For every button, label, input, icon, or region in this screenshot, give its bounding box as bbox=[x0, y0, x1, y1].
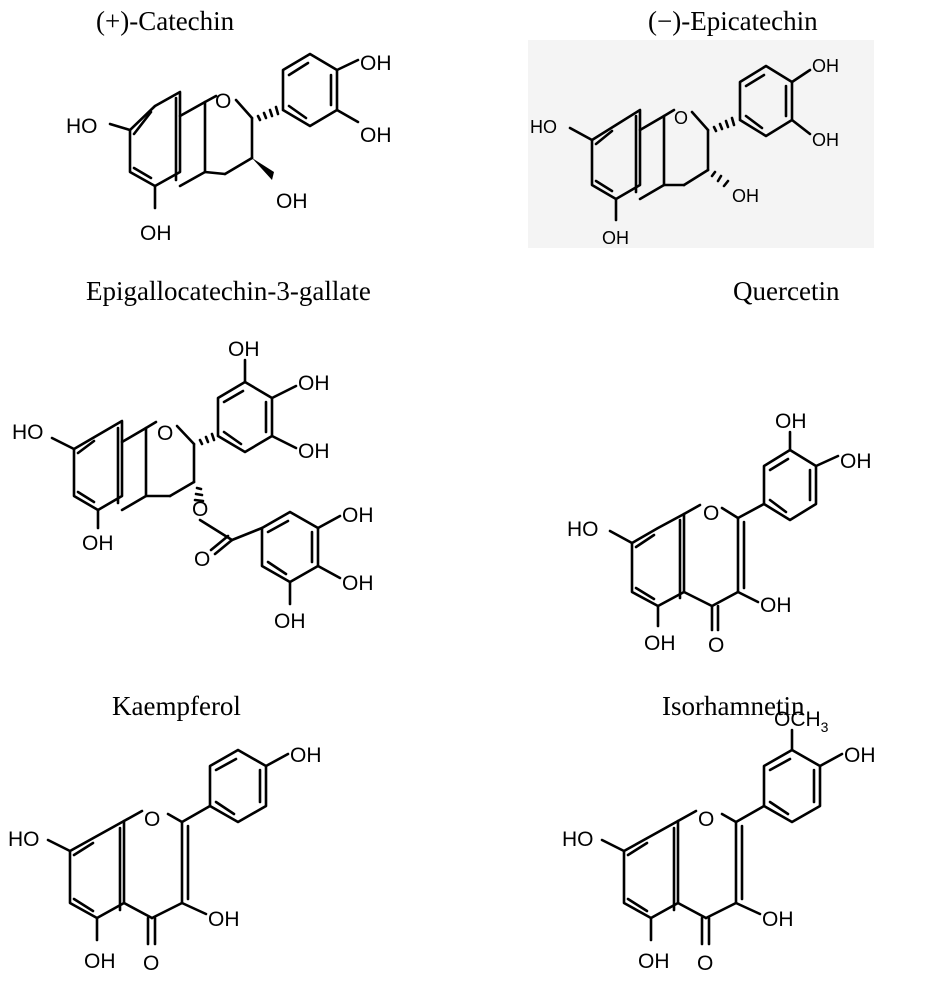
label-ho: HO bbox=[66, 115, 98, 138]
label-o: O bbox=[674, 108, 688, 128]
label-ho: HO bbox=[530, 117, 557, 137]
compound-name-kaempferol: Kaempferol bbox=[112, 691, 241, 721]
label-oh: OH bbox=[290, 744, 322, 767]
label-ho: HO bbox=[567, 518, 599, 541]
epicatechin-image-background bbox=[528, 40, 874, 248]
label-oh: OH bbox=[228, 338, 260, 361]
label-oh: OH bbox=[342, 504, 374, 527]
label-oh: OH bbox=[844, 744, 876, 767]
label-o: O bbox=[192, 498, 208, 521]
label-oh: OH bbox=[360, 52, 392, 75]
label-och3: OCH3 bbox=[774, 708, 829, 735]
compound-name-isorhamnetin: Isorhamnetin bbox=[662, 691, 805, 721]
compound-name-epicatechin: (−)-Epicatechin bbox=[648, 6, 818, 36]
label-oh: OH bbox=[274, 610, 306, 633]
label-oh: OH bbox=[762, 908, 794, 931]
label-oh: OH bbox=[760, 594, 792, 617]
label-oh: OH bbox=[82, 532, 114, 555]
label-oh: OH bbox=[812, 56, 839, 76]
label-oh: OH bbox=[298, 372, 330, 395]
label-ho: HO bbox=[8, 828, 40, 851]
label-oh: OH bbox=[812, 130, 839, 150]
label-o: O bbox=[144, 808, 160, 831]
label-o: O bbox=[698, 808, 714, 831]
label-o: O bbox=[697, 952, 713, 975]
label-oh: OH bbox=[644, 632, 676, 655]
compound-name-catechin: (+)-Catechin bbox=[96, 6, 235, 36]
label-oh: OH bbox=[732, 186, 759, 206]
label-oh: OH bbox=[298, 440, 330, 463]
compound-name-egcg: Epigallocatechin-3-gallate bbox=[86, 276, 371, 306]
label-o: O bbox=[708, 634, 724, 657]
label-oh: OH bbox=[360, 124, 392, 147]
label-oh: OH bbox=[84, 950, 116, 973]
label-oh: OH bbox=[638, 950, 670, 973]
label-oh: OH bbox=[840, 450, 872, 473]
label-oh: OH bbox=[602, 228, 629, 248]
label-oh: OH bbox=[775, 410, 807, 433]
label-ho: HO bbox=[562, 828, 594, 851]
label-o: O bbox=[703, 502, 719, 525]
compound-name-quercetin: Quercetin bbox=[733, 276, 840, 306]
label-o: O bbox=[143, 952, 159, 975]
label-oh: OH bbox=[342, 572, 374, 595]
label-ho: HO bbox=[12, 421, 44, 444]
label-oh: OH bbox=[276, 190, 308, 213]
label-o: O bbox=[194, 548, 210, 571]
label-o: O bbox=[215, 90, 231, 113]
label-oh: OH bbox=[208, 908, 240, 931]
label-o: O bbox=[157, 422, 173, 445]
label-oh: OH bbox=[140, 222, 172, 245]
